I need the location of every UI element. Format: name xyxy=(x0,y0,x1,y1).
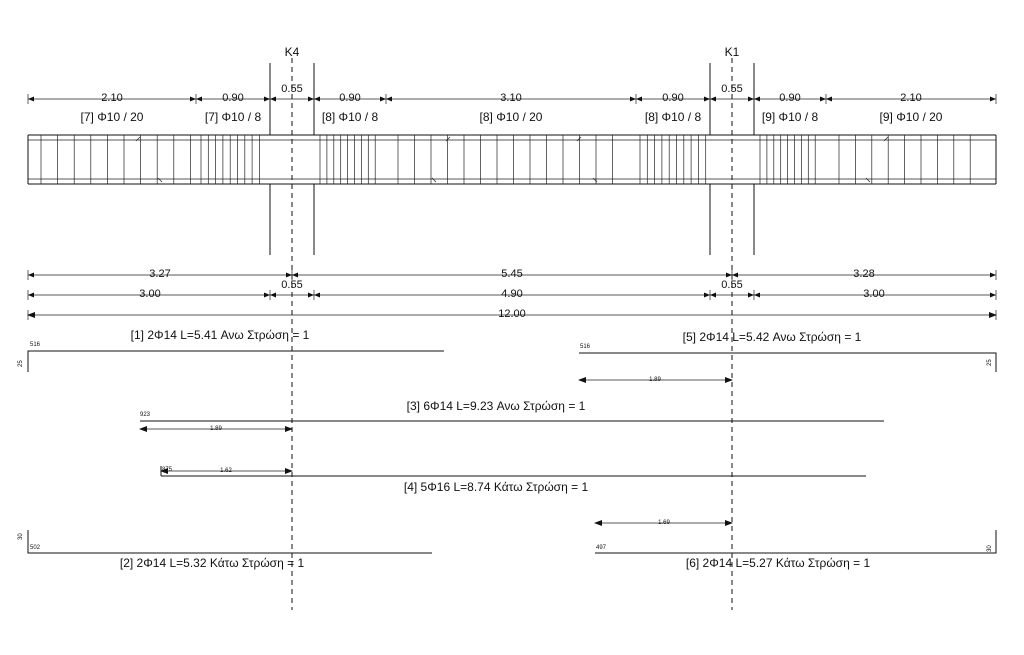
dim-arrow xyxy=(704,292,710,298)
stirrup-label-6: [9] Φ10 / 8 xyxy=(762,110,819,124)
dim-arrow xyxy=(28,272,34,278)
rebar-1-length: 516 xyxy=(30,342,41,348)
dim-arrow xyxy=(826,96,832,102)
dim-arrow xyxy=(990,292,996,298)
rebar-5-hook: 25 xyxy=(987,359,993,366)
dim-arrow xyxy=(380,96,386,102)
dim-row1-2: 5.45 xyxy=(501,268,522,280)
column-k4-label: K4 xyxy=(285,45,300,59)
top-dim-7: 0.55 xyxy=(721,83,742,95)
rebar-5-label: [5] 2Φ14 L=5.42 Ανω Στρώση = 1 xyxy=(683,330,862,344)
dimension-row-2: 3.00 0.55 4.90 0.55 3.00 xyxy=(27,279,997,300)
top-dim-3: 0.55 xyxy=(281,83,302,95)
rebar-2: [2] 2Φ14 L=5.32 Κάτω Στρώση = 1 502 30 xyxy=(18,530,432,570)
dim-arrow xyxy=(264,96,270,102)
top-dim-2: 0.90 xyxy=(222,92,243,104)
dim-arrow xyxy=(748,292,754,298)
top-dim-6: 0.90 xyxy=(662,92,683,104)
top-dimension-chain: 2.10 0.90 0.55 0.90 3.10 0.90 0.55 0.90 … xyxy=(27,83,997,104)
stirrup-label-1: [7] Φ10 / 20 xyxy=(81,110,144,124)
rebar-1-label: [1] 2Φ14 L=5.41 Ανω Στρώση = 1 xyxy=(131,328,310,342)
rebar-2-label: [2] 2Φ14 L=5.32 Κάτω Στρώση = 1 xyxy=(120,556,305,570)
rebar-3-length: 923 xyxy=(140,412,151,418)
rebar-6-hook: 30 xyxy=(987,545,993,552)
dim-arrow xyxy=(196,96,202,102)
dim-arrow xyxy=(314,292,320,298)
column-k1-label: K1 xyxy=(725,45,740,59)
dim-arrow xyxy=(292,272,298,278)
dim-arrow xyxy=(704,96,710,102)
dim-arrow xyxy=(748,96,754,102)
dimension-row-1: 3.27 5.45 3.28 xyxy=(27,268,997,280)
dim-arrow xyxy=(264,292,270,298)
dim-arrow xyxy=(190,96,196,102)
rebar-3-label: [3] 6Φ14 L=9.23 Ανω Στρώση = 1 xyxy=(407,399,586,413)
rebar-6: [6] 2Φ14 L=5.27 Κάτω Στρώση = 1 497 30 1… xyxy=(594,520,997,570)
dim-row1-1: 3.27 xyxy=(149,268,170,280)
rebar-5-anchor: 1.89 xyxy=(649,377,661,383)
dim-row2-1: 3.00 xyxy=(139,288,160,300)
dimension-total: 12.00 xyxy=(27,308,997,320)
dim-total-value: 12.00 xyxy=(498,308,526,320)
dim-arrow xyxy=(636,96,642,102)
dim-row2-3: 4.90 xyxy=(501,288,522,300)
dim-row1-3: 3.28 xyxy=(853,268,874,280)
top-dim-8: 0.90 xyxy=(779,92,800,104)
dim-arrow xyxy=(386,96,392,102)
dim-row2-2: 0.55 xyxy=(281,279,302,291)
dim-arrow xyxy=(28,96,34,102)
rebar-5-length: 516 xyxy=(580,344,591,350)
dim-arrow xyxy=(710,96,716,102)
dim-arrow xyxy=(270,292,276,298)
rebar-4-length: 875 xyxy=(162,467,173,473)
rebar-4-label: [4] 5Φ16 L=8.74 Κάτω Στρώση = 1 xyxy=(404,480,589,494)
rebar-6-label: [6] 2Φ14 L=5.27 Κάτω Στρώση = 1 xyxy=(686,556,871,570)
stirrup-label-3: [8] Φ10 / 8 xyxy=(322,110,379,124)
stirrup-label-5: [8] Φ10 / 8 xyxy=(645,110,702,124)
dim-arrow xyxy=(308,96,314,102)
dim-arrow xyxy=(630,96,636,102)
top-dim-5: 3.10 xyxy=(500,92,521,104)
rebar-4: [4] 5Φ16 L=8.74 Κάτω Στρώση = 1 875 1.62 xyxy=(160,466,866,494)
rebar-4-anchor: 1.62 xyxy=(220,468,232,474)
dim-arrow xyxy=(820,96,826,102)
beam-elevation xyxy=(27,134,997,185)
dim-arrow xyxy=(710,292,716,298)
dim-arrow xyxy=(270,96,276,102)
stirrup-hooks xyxy=(135,136,889,183)
dim-arrow xyxy=(726,272,732,278)
stirrups xyxy=(40,135,971,184)
rebar-1: [1] 2Φ14 L=5.41 Ανω Στρώση = 1 516 25 xyxy=(18,328,444,372)
rebar-1-hook: 25 xyxy=(18,360,24,367)
rebar-6-anchor: 1.69 xyxy=(658,520,670,526)
dim-arrow xyxy=(732,272,738,278)
dim-arrow xyxy=(754,292,760,298)
stirrup-label-4: [8] Φ10 / 20 xyxy=(480,110,543,124)
dim-arrow xyxy=(308,292,314,298)
top-dim-1: 2.10 xyxy=(101,92,122,104)
stirrup-labels: [7] Φ10 / 20 [7] Φ10 / 8 [8] Φ10 / 8 [8]… xyxy=(81,110,943,124)
rebar-3-anchor: 1.89 xyxy=(210,426,222,432)
dim-arrow xyxy=(28,292,34,298)
dim-arrow xyxy=(314,96,320,102)
rebar-5: [5] 2Φ14 L=5.42 Ανω Στρώση = 1 516 25 1.… xyxy=(578,330,997,383)
dim-arrow xyxy=(286,272,292,278)
dim-arrow xyxy=(754,96,760,102)
dim-arrow xyxy=(990,96,996,102)
dim-row2-5: 3.00 xyxy=(863,288,884,300)
dim-row2-4: 0.55 xyxy=(721,279,742,291)
top-dim-9: 2.10 xyxy=(900,92,921,104)
rebar-2-length: 502 xyxy=(30,545,41,551)
rebar-2-hook: 30 xyxy=(18,533,24,540)
stirrup-label-2: [7] Φ10 / 8 xyxy=(205,110,262,124)
stirrup-label-7: [9] Φ10 / 20 xyxy=(880,110,943,124)
dim-arrow xyxy=(990,272,996,278)
rebar-3: [3] 6Φ14 L=9.23 Ανω Στρώση = 1 923 1.89 xyxy=(139,399,884,432)
rebar-6-length: 497 xyxy=(596,545,607,551)
top-dim-4: 0.90 xyxy=(339,92,360,104)
